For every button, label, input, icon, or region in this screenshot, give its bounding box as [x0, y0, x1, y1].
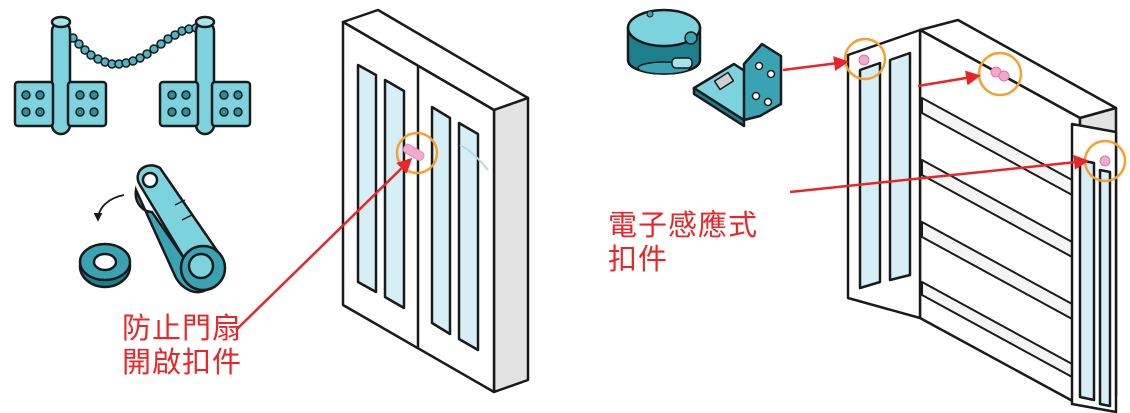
arrow-inner-to-frame — [917, 70, 981, 88]
arrow-right-label — [789, 154, 1089, 194]
electronic-sensor-icon — [626, 8, 702, 75]
chain — [68, 23, 201, 69]
open-cabinet-icon — [843, 18, 1127, 413]
mounting-bracket-icon — [692, 42, 783, 128]
rotate-arrow — [93, 194, 125, 222]
electronic-latch-label: 電子感應式 扣件 — [608, 208, 758, 276]
electronic-latch-label-line2: 扣件 — [608, 242, 669, 276]
callout-arrows — [235, 56, 1089, 331]
door-stopper-label-line1: 防止門扇 — [122, 311, 243, 345]
door-stopper-label: 防止門扇 開啟扣件 — [122, 311, 242, 379]
door-stopper-label-line2: 開啟扣件 — [122, 345, 243, 379]
arrow-left-label — [235, 157, 413, 331]
closed-cabinet-icon — [341, 8, 530, 394]
electronic-latch-label-line1: 電子感應式 — [608, 208, 759, 242]
door-latch-mark — [402, 144, 425, 161]
chain-door-stopper-icon — [13, 15, 252, 136]
swing-arm-latch-icon — [78, 164, 227, 294]
latch-highlight-circle — [395, 131, 439, 175]
arrow-bracket-to-door — [782, 56, 849, 72]
